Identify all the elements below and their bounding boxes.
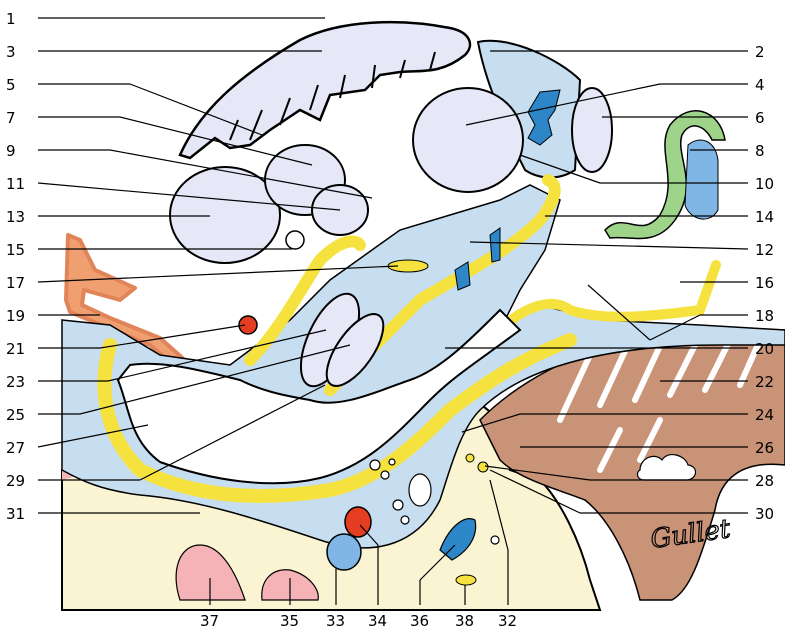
label-3: 3 bbox=[6, 43, 16, 61]
label-19: 19 bbox=[6, 307, 25, 325]
label-27: 27 bbox=[6, 439, 25, 457]
labels-right: 2 4 6 8 10 14 12 16 18 20 22 24 26 28 30 bbox=[755, 43, 774, 523]
label-35: 35 bbox=[280, 612, 299, 630]
label-30: 30 bbox=[755, 505, 774, 523]
label-13: 13 bbox=[6, 208, 25, 226]
label-5: 5 bbox=[6, 76, 16, 94]
label-7: 7 bbox=[6, 109, 16, 127]
labels-bottom: 37 35 33 34 36 38 32 bbox=[200, 612, 517, 630]
label-38: 38 bbox=[455, 612, 474, 630]
label-14: 14 bbox=[755, 208, 774, 226]
small-node bbox=[286, 231, 304, 249]
label-8: 8 bbox=[755, 142, 765, 160]
labels-left: 1 3 5 7 9 11 13 15 17 19 21 23 25 27 29 … bbox=[6, 10, 25, 523]
label-21: 21 bbox=[6, 340, 25, 358]
label-11: 11 bbox=[6, 175, 25, 193]
label-15: 15 bbox=[6, 241, 25, 259]
vein-bottom bbox=[327, 534, 361, 570]
label-36: 36 bbox=[410, 612, 429, 630]
label-24: 24 bbox=[755, 406, 774, 424]
label-31: 31 bbox=[6, 505, 25, 523]
label-37: 37 bbox=[200, 612, 219, 630]
label-9: 9 bbox=[6, 142, 16, 160]
right-lobe bbox=[572, 88, 612, 172]
label-23: 23 bbox=[6, 373, 25, 391]
yellow-dot-1 bbox=[466, 454, 474, 462]
label-16: 16 bbox=[755, 274, 774, 292]
label-25: 25 bbox=[6, 406, 25, 424]
blue-vessel bbox=[685, 140, 718, 219]
yellow-oval-bottom bbox=[456, 575, 476, 585]
label-34: 34 bbox=[368, 612, 387, 630]
label-28: 28 bbox=[755, 472, 774, 490]
label-4: 4 bbox=[755, 76, 765, 94]
label-33: 33 bbox=[326, 612, 345, 630]
label-22: 22 bbox=[755, 373, 774, 391]
label-32: 32 bbox=[498, 612, 517, 630]
label-20: 20 bbox=[755, 340, 774, 358]
label-10: 10 bbox=[755, 175, 774, 193]
label-26: 26 bbox=[755, 439, 774, 457]
label-2: 2 bbox=[755, 43, 765, 61]
label-29: 29 bbox=[6, 472, 25, 490]
label-1: 1 bbox=[6, 10, 16, 28]
label-6: 6 bbox=[755, 109, 765, 127]
label-18: 18 bbox=[755, 307, 774, 325]
label-12: 12 bbox=[755, 241, 774, 259]
thalamus bbox=[413, 88, 523, 192]
yellow-dot-2 bbox=[478, 462, 488, 472]
label-17: 17 bbox=[6, 274, 25, 292]
